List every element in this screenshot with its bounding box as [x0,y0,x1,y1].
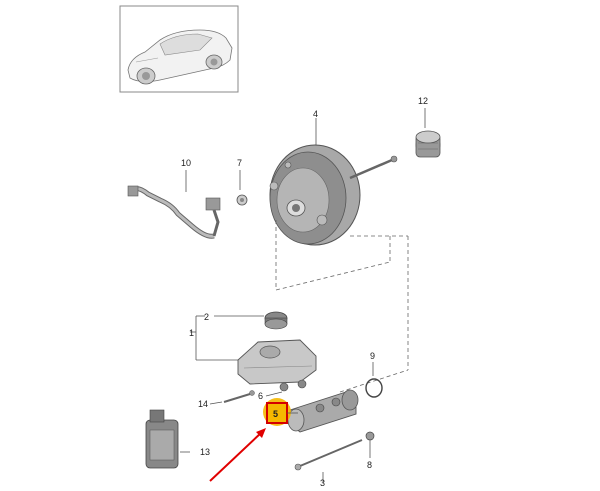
callout-6: 6 [258,391,263,401]
callout-7: 7 [237,158,242,168]
callout-12: 12 [418,96,428,106]
callout-10: 10 [181,158,191,168]
callout-3: 3 [320,478,325,488]
check-valve[interactable] [236,170,248,206]
reservoir-seals[interactable] [265,379,307,397]
callout-4: 4 [313,109,318,119]
bolt[interactable] [209,390,255,405]
callout-5: 5 [273,409,278,419]
callout-8: 8 [367,460,372,470]
vacuum-hose[interactable] [127,170,221,239]
highlighted-part-5[interactable] [263,398,298,426]
callout-13: 13 [200,447,210,457]
callout-2: 2 [204,312,209,322]
master-cylinder[interactable] [287,389,359,433]
callout-1: 1 [189,328,194,338]
rubber-boot[interactable] [415,108,441,158]
push-rod[interactable] [294,439,363,482]
retaining-clip[interactable] [365,431,375,458]
callout-14: 14 [198,399,208,409]
assembly-guide-lines [275,220,409,393]
reservoir-cap[interactable] [264,311,288,330]
assembly-bracket [190,315,264,361]
brake-fluid-bottle[interactable] [145,409,190,469]
callout-9: 9 [370,351,375,361]
brake-booster[interactable] [269,118,398,246]
pointer-arrow [209,428,266,482]
fluid-reservoir[interactable] [237,339,317,385]
o-ring[interactable] [365,362,383,398]
car-thumbnail[interactable] [119,5,239,93]
